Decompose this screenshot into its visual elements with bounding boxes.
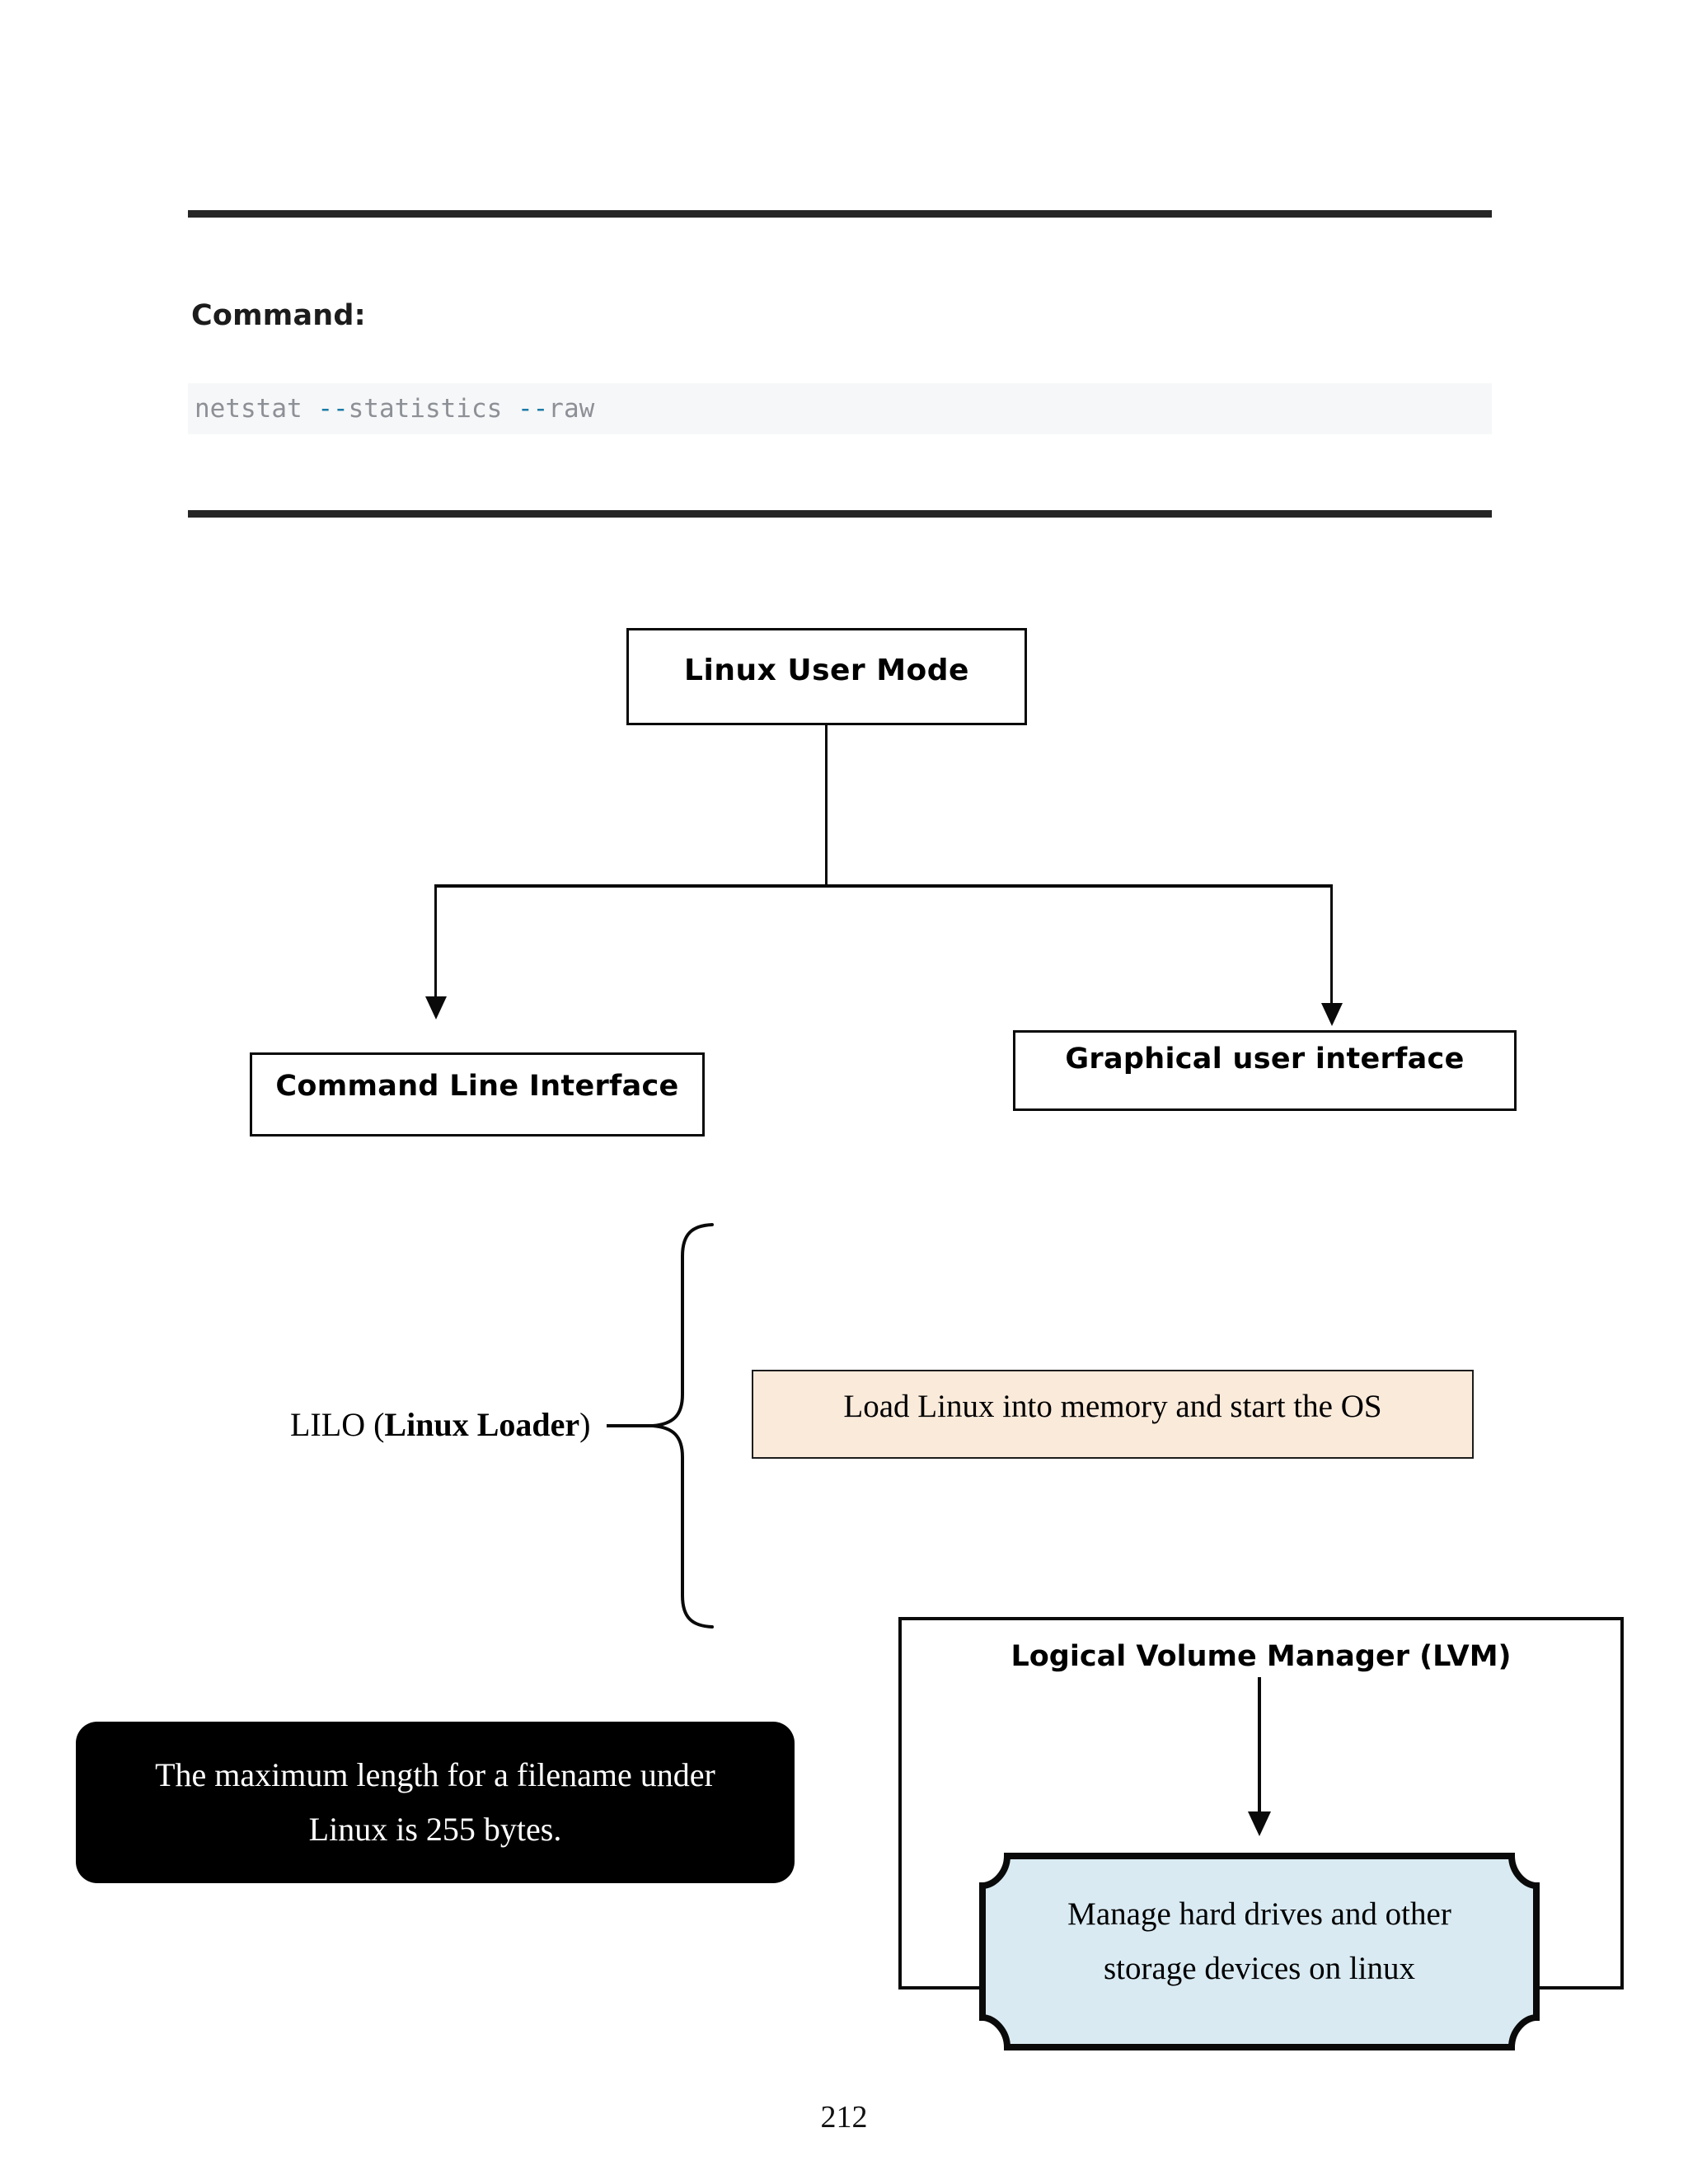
- code-token-flag-dash-1: --: [317, 393, 349, 424]
- callout-load-linux-text: Load Linux into memory and start the OS: [843, 1389, 1382, 1424]
- connector-right-drop: [1330, 884, 1333, 1006]
- callout-filename-length: The maximum length for a filename under …: [76, 1722, 795, 1883]
- card-manage-storage-text: Manage hard drives and other storage dev…: [1022, 1887, 1497, 1995]
- lilo-label: LILO (Linux Loader): [290, 1405, 590, 1444]
- callout-filename-length-line1: The maximum length for a filename under: [155, 1756, 715, 1793]
- connector-crossbar: [434, 884, 1333, 888]
- connector-left-drop: [434, 884, 437, 1000]
- flowchart-box-lvm-label: Logical Volume Manager (LVM): [1010, 1640, 1512, 1673]
- code-token-raw: raw: [548, 393, 595, 424]
- connector-stem: [825, 725, 828, 887]
- command-heading: Command:: [191, 299, 366, 332]
- code-token-command: netstat: [195, 393, 318, 424]
- flowchart-box-graphical-user-interface-label: Graphical user interface: [1065, 1043, 1465, 1076]
- page-number: 212: [820, 2100, 868, 2135]
- card-manage-storage: Manage hard drives and other storage dev…: [979, 1853, 1540, 2050]
- lvm-arrow-shaft: [1258, 1677, 1261, 1817]
- flowchart-box-linux-user-mode-label: Linux User Mode: [684, 654, 969, 687]
- arrow-down-icon-right: [1321, 1003, 1343, 1026]
- flowchart-box-command-line-interface: Command Line Interface: [250, 1052, 705, 1137]
- code-block: netstat --statistics --raw: [188, 383, 1492, 434]
- flowchart-box-graphical-user-interface: Graphical user interface: [1013, 1030, 1517, 1111]
- lilo-label-suffix: ): [579, 1406, 591, 1443]
- callout-filename-length-text: The maximum length for a filename under …: [101, 1748, 770, 1857]
- code-line: netstat --statistics --raw: [188, 396, 594, 422]
- lilo-label-bold: Linux Loader: [384, 1406, 580, 1443]
- card-manage-storage-line1: Manage hard drives and other: [1067, 1896, 1451, 1932]
- section-divider-bottom: [188, 510, 1492, 518]
- flowchart-box-linux-user-mode: Linux User Mode: [626, 628, 1027, 725]
- section-divider-top: [188, 210, 1492, 218]
- callout-load-linux: Load Linux into memory and start the OS: [752, 1370, 1474, 1459]
- arrow-down-icon-left: [425, 996, 447, 1019]
- arrow-down-icon-lvm: [1248, 1811, 1271, 1836]
- card-manage-storage-line2: storage devices on linux: [1104, 1950, 1415, 1986]
- lilo-label-prefix: LILO (: [290, 1406, 385, 1443]
- code-token-flag-dash-2: --: [517, 393, 549, 424]
- callout-filename-length-line2: Linux is 255 bytes.: [308, 1811, 562, 1848]
- code-token-statistics: statistics: [348, 393, 518, 424]
- curly-brace-left-icon: [607, 1220, 714, 1632]
- flowchart-box-command-line-interface-label: Command Line Interface: [275, 1070, 679, 1103]
